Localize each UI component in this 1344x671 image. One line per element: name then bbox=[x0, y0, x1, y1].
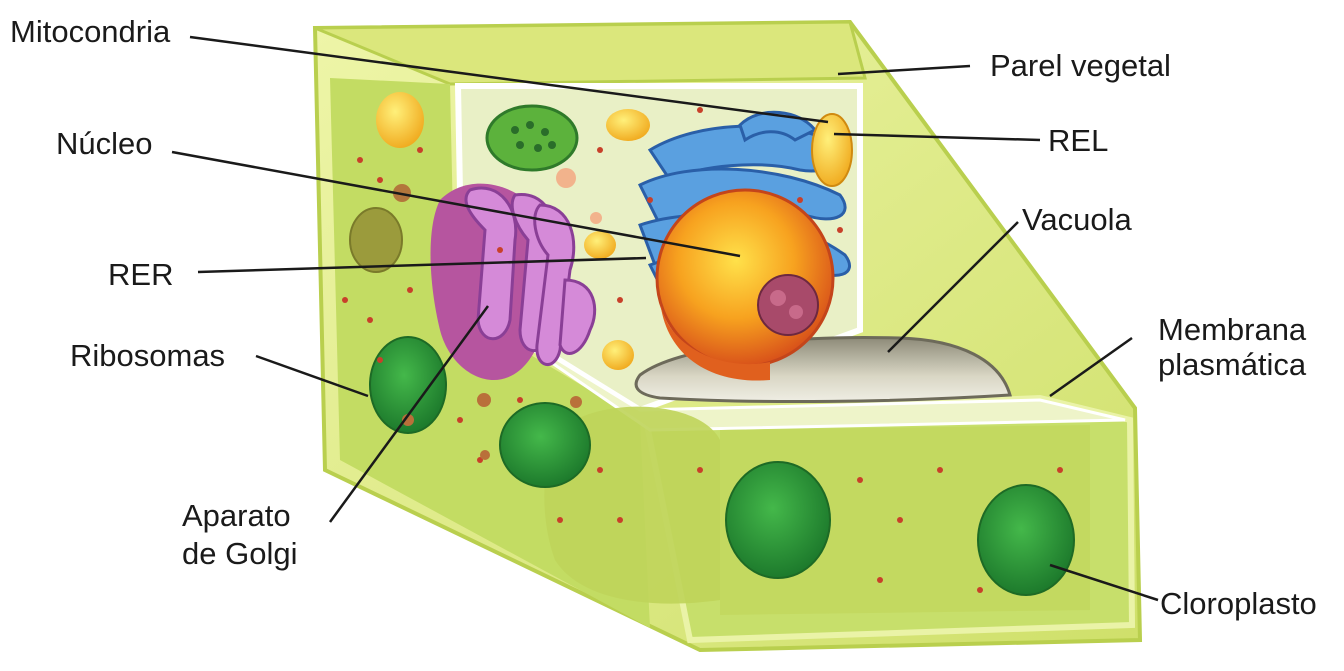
mitochondrion bbox=[606, 109, 650, 141]
chloroplast bbox=[726, 462, 830, 578]
chloroplast bbox=[487, 106, 577, 170]
mitochondrion bbox=[376, 92, 424, 148]
chloroplast bbox=[978, 485, 1074, 595]
nucleus bbox=[657, 190, 833, 366]
vesicle bbox=[350, 208, 402, 272]
label-rer: RER bbox=[108, 257, 173, 293]
nucleolus bbox=[758, 275, 818, 335]
label-cloroplasto: Cloroplasto bbox=[1160, 586, 1317, 622]
mitochondrion bbox=[584, 231, 616, 259]
label-parel-vegetal: Parel vegetal bbox=[990, 48, 1171, 84]
label-rel: REL bbox=[1048, 123, 1108, 159]
mitochondrion bbox=[812, 114, 852, 186]
chloroplast bbox=[500, 403, 590, 487]
label-vacuola: Vacuola bbox=[1022, 202, 1132, 238]
mitochondrion bbox=[602, 340, 634, 370]
label-membrana-line1: Membrana bbox=[1158, 312, 1306, 348]
label-membrana-line2: plasmática bbox=[1158, 347, 1306, 383]
label-aparato-line2: de Golgi bbox=[182, 536, 297, 572]
label-aparato-line1: Aparato bbox=[182, 498, 291, 534]
label-nucleo: Núcleo bbox=[56, 126, 153, 162]
label-mitocondria: Mitocondria bbox=[10, 14, 170, 50]
label-ribosomas: Ribosomas bbox=[70, 338, 225, 374]
